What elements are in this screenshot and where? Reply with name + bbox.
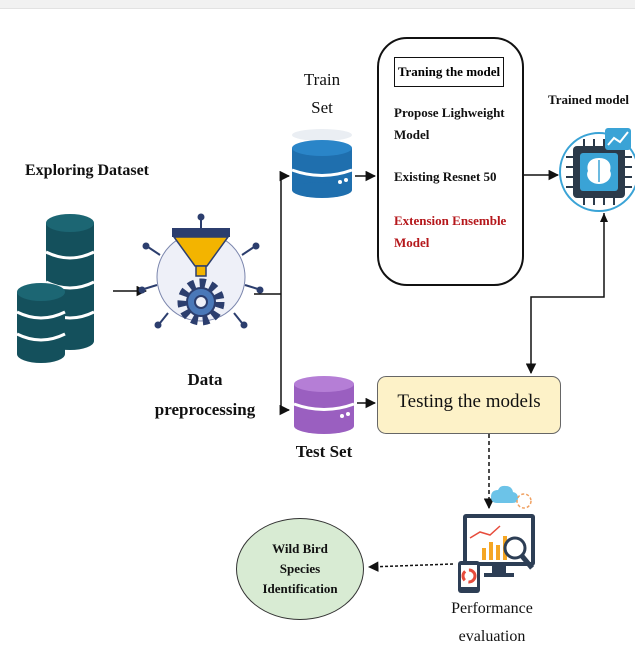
output-line2: Species (279, 561, 321, 576)
ensemble-model-line2: Model (394, 235, 430, 250)
arrowhead-up (600, 213, 608, 222)
training-header: Traning the model (394, 57, 504, 87)
train-set-label-line2: Set (311, 98, 333, 117)
train-set-label-line1: Train (303, 70, 341, 89)
funnel-gear-icon (138, 213, 264, 329)
analytics-monitor-icon (458, 485, 535, 593)
preprocessing-label-line1: Data (187, 370, 223, 389)
model-to-testing-connector (525, 213, 605, 375)
output-ellipse: Wild Bird Species Identification (236, 518, 364, 620)
trained-model-label: Trained model (548, 92, 630, 107)
testing-box: Testing the models (377, 376, 561, 434)
database-icon (45, 214, 95, 350)
output-line3: Identification (262, 581, 338, 596)
lightweight-model-line1: Propose Lighweight (394, 105, 505, 120)
performance-label-line2: evaluation (458, 628, 526, 645)
exploring-dataset-label: Exploring Dataset (25, 162, 149, 179)
arrow-performance-to-output (367, 561, 454, 572)
preprocessing-label-line2: preprocessing (154, 400, 256, 419)
split-connector (254, 170, 291, 416)
performance-label-line1: Performance (451, 600, 533, 617)
ensemble-model-line1: Extension Ensemble (394, 213, 507, 228)
test-database-icon (293, 376, 355, 434)
test-set-label: Test Set (295, 442, 353, 461)
chip-brain-icon (559, 128, 635, 212)
lightweight-model-line2: Model (394, 127, 430, 142)
top-bar (0, 0, 635, 9)
resnet-model-label: Existing Resnet 50 (394, 169, 497, 184)
database-icon (16, 283, 66, 363)
train-database-icon (291, 129, 353, 198)
output-line1: Wild Bird (272, 541, 328, 556)
